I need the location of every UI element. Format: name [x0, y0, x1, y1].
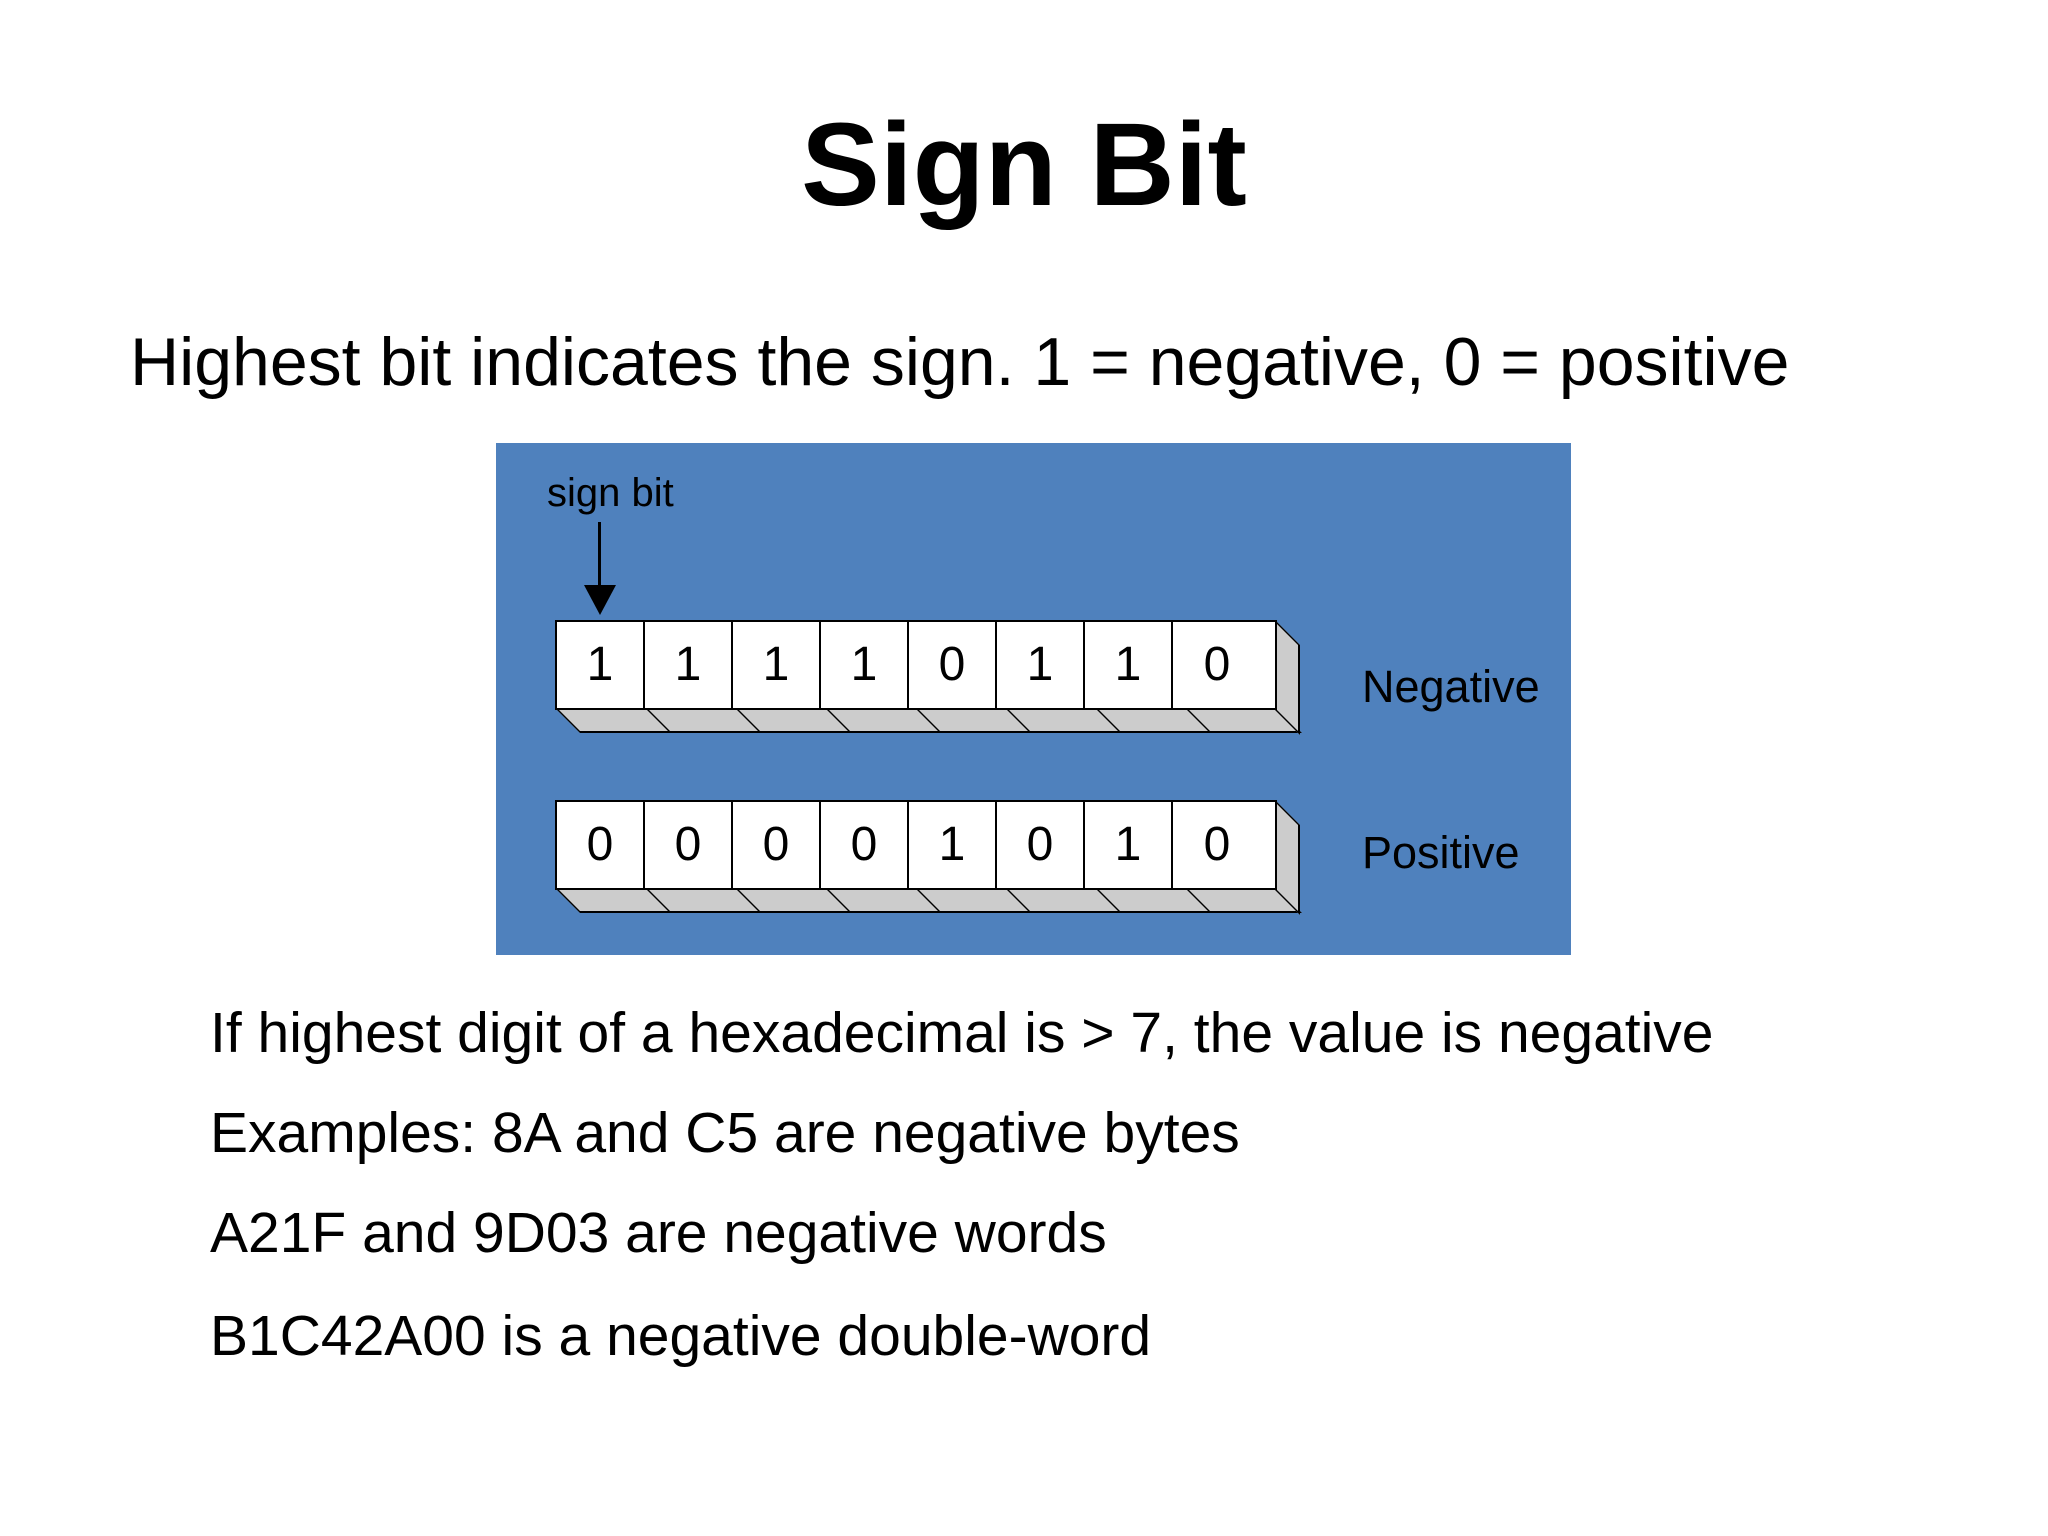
bit-value: 1 [674, 638, 702, 691]
row-label-negative: Negative [1362, 661, 1540, 712]
bit-value: 1 [1114, 818, 1142, 871]
bit-row-positive: 0 0 0 0 1 0 1 0 [555, 800, 1305, 920]
bit-cell: 1 [821, 622, 909, 708]
bit-cell: 0 [821, 802, 909, 888]
slide-subtitle: Highest bit indicates the sign. 1 = nega… [130, 324, 1790, 400]
bottom-face-seam [827, 890, 850, 911]
bit-row-front-faces: 1 1 1 1 0 1 1 0 [555, 620, 1277, 710]
note-line: B1C42A00 is a negative double-word [210, 1304, 1152, 1368]
bottom-face-seam [1097, 710, 1120, 731]
bit-row-bottom-face [555, 708, 1302, 733]
bit-cell: 1 [1085, 802, 1173, 888]
bit-row-bottom-face [555, 888, 1302, 913]
bit-value: 0 [938, 638, 966, 691]
bit-cell: 1 [909, 802, 997, 888]
bit-value: 1 [762, 638, 790, 691]
bit-cell: 0 [1173, 622, 1261, 708]
note-line: Examples: 8A and C5 are negative bytes [210, 1101, 1240, 1165]
bit-row-negative: 1 1 1 1 0 1 1 0 [555, 620, 1305, 740]
down-arrow-icon [584, 585, 616, 615]
bit-cell: 1 [645, 622, 733, 708]
bottom-face-seam [647, 890, 670, 911]
bit-cell: 0 [733, 802, 821, 888]
bit-cell: 1 [1085, 622, 1173, 708]
bit-cell: 1 [997, 622, 1085, 708]
down-arrow-line [598, 522, 601, 586]
bit-cell: 0 [557, 802, 645, 888]
bit-row-front-faces: 0 0 0 0 1 0 1 0 [555, 800, 1277, 890]
bit-cell: 1 [733, 622, 821, 708]
bottom-face-seam [1007, 710, 1030, 731]
sign-bit-diagram: sign bit 1 1 1 1 0 1 1 0 [496, 443, 1571, 955]
bit-value: 0 [1203, 638, 1231, 691]
bottom-face-seam [647, 710, 670, 731]
bit-cell: 1 [557, 622, 645, 708]
row-label-positive: Positive [1362, 827, 1520, 878]
sign-bit-callout-label: sign bit [547, 471, 674, 515]
bit-value: 1 [850, 638, 878, 691]
note-line: A21F and 9D03 are negative words [210, 1201, 1107, 1265]
bottom-face-seam [737, 710, 760, 731]
bit-value: 1 [1114, 638, 1142, 691]
bit-value: 0 [674, 818, 702, 871]
slide-title: Sign Bit [801, 99, 1247, 231]
bit-value: 0 [586, 818, 614, 871]
bit-cell: 0 [997, 802, 1085, 888]
bit-value: 1 [586, 638, 614, 691]
bottom-face-seam [1187, 890, 1210, 911]
bottom-face-seam [1007, 890, 1030, 911]
bottom-face-seam [1187, 710, 1210, 731]
bit-value: 0 [850, 818, 878, 871]
bottom-face-seam [737, 890, 760, 911]
bottom-face-seam [827, 710, 850, 731]
bit-value: 0 [1203, 818, 1231, 871]
bottom-face-seam [917, 890, 940, 911]
bit-value: 0 [1026, 818, 1054, 871]
bottom-face-seam [917, 710, 940, 731]
bit-cell: 0 [645, 802, 733, 888]
bit-value: 0 [762, 818, 790, 871]
bit-cell: 0 [1173, 802, 1261, 888]
bottom-face-seam [1097, 890, 1120, 911]
note-line: If highest digit of a hexadecimal is > 7… [210, 1001, 1714, 1065]
bit-value: 1 [1026, 638, 1054, 691]
bit-cell: 0 [909, 622, 997, 708]
bit-value: 1 [938, 818, 966, 871]
